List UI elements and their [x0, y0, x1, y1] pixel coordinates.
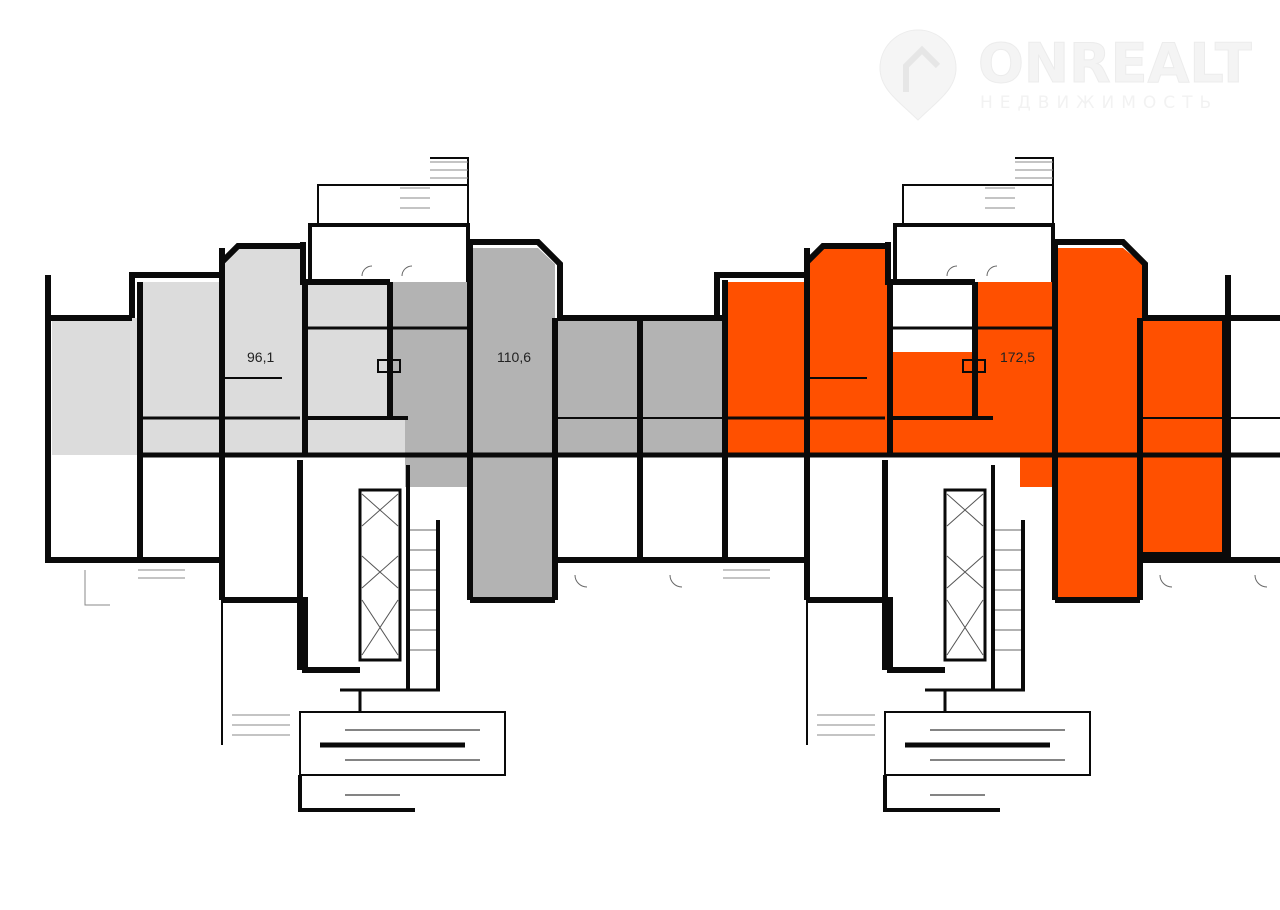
wall [640, 280, 728, 321]
location-pin-icon [879, 29, 957, 121]
unit-172-5-room [1058, 248, 1143, 600]
wall [1225, 315, 1280, 321]
unit-172-5-room [975, 282, 1058, 455]
wall [943, 488, 987, 662]
wall [1015, 157, 1054, 185]
unit-96-1-room [305, 418, 408, 455]
unit-110-6-room [390, 282, 470, 420]
walls [45, 157, 1280, 812]
left-wing [45, 275, 1231, 606]
unit-area-label: 96,1 [247, 349, 274, 365]
wall [308, 223, 470, 282]
wall [300, 242, 390, 285]
wall [298, 775, 415, 812]
wall [714, 272, 807, 318]
unit-172-5-room [1020, 450, 1058, 487]
wall [358, 488, 402, 662]
elevator-x-icon [946, 493, 984, 656]
unit-fills [52, 248, 1225, 600]
wall [883, 775, 1000, 812]
watermark-tagline: НЕДВИЖИМОСТЬ [980, 93, 1218, 113]
wall [129, 272, 222, 318]
wall [885, 242, 975, 285]
wall [299, 711, 506, 776]
wall [902, 184, 1054, 225]
wall [893, 223, 1055, 282]
unit-96-1-room [305, 282, 390, 318]
house-icon [903, 45, 941, 92]
wall [884, 711, 1091, 776]
stairs-icon [84, 570, 110, 606]
staircase-icon [410, 529, 436, 651]
unit-172-5-room [1143, 318, 1225, 555]
wall [807, 597, 945, 673]
wall [222, 597, 360, 673]
building-right [714, 157, 1280, 812]
wall [430, 157, 469, 185]
unit-area-label: 110,6 [497, 349, 531, 365]
unit-172-5-room [808, 248, 890, 455]
watermark-logo: ONREALT НЕДВИЖИМОСТЬ [879, 29, 1252, 121]
staircase-icon [995, 529, 1021, 651]
building-left [129, 157, 728, 812]
unit-area-label: 172,5 [1000, 349, 1035, 365]
unit-96-1-room [222, 248, 303, 318]
wall [45, 275, 140, 563]
watermark-brand: ONREALT [978, 32, 1252, 95]
door-swing-icon [946, 265, 1268, 588]
elevator-x-icon [361, 493, 399, 656]
unit-96-1-room [140, 282, 222, 318]
stairs-icon [138, 161, 468, 736]
wall [1143, 275, 1231, 558]
unit-110-6-room [470, 248, 555, 600]
unit-172-5-room [728, 282, 808, 455]
column-icon [962, 359, 986, 373]
column-icon [377, 359, 401, 373]
wall [317, 184, 469, 225]
stairs-icon [723, 161, 1053, 736]
unit-172-5-room [890, 352, 975, 455]
door-swing-icon [361, 265, 683, 588]
